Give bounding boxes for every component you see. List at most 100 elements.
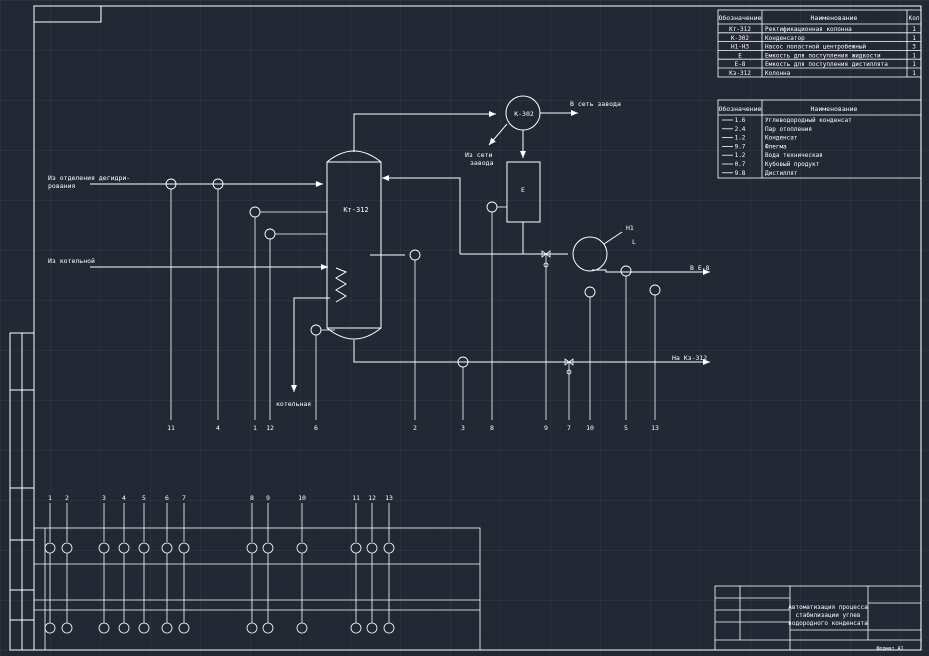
stream-name: Кубовый продукт — [765, 161, 820, 168]
panel-number: 6 — [165, 494, 169, 502]
equipment-code: Кз-312 — [729, 70, 751, 77]
label-to-boiler: котельная — [276, 400, 311, 408]
instrument-panel — [33, 527, 481, 651]
equipment-header-code: Обозначение — [718, 14, 761, 22]
vessel-e — [506, 161, 541, 223]
equipment-name: Колонна — [765, 70, 791, 77]
equipment-name: Насос лопастной центробежный — [765, 44, 867, 51]
panel-device — [383, 622, 395, 634]
panel-device — [98, 622, 110, 634]
equipment-qty: 1 — [912, 61, 916, 68]
stream-name: Флегма — [765, 143, 787, 150]
equipment-qty: 1 — [912, 52, 916, 59]
panel-device — [44, 622, 56, 634]
stream-name: Конденсат — [765, 135, 798, 142]
panel-number: 5 — [142, 494, 146, 502]
stream-code: 9.8 — [735, 170, 746, 177]
equipment-qty: 1 — [912, 70, 916, 77]
panel-device — [138, 622, 150, 634]
label-to-e8: В Е-8 — [690, 264, 710, 272]
panel-number: 8 — [250, 494, 254, 502]
label-to-water: В сеть завода — [570, 100, 621, 108]
stream-code: 1.2 — [735, 135, 746, 142]
panel-number: 7 — [182, 494, 186, 502]
panel-number: 11 — [352, 494, 360, 502]
stream-code: 1.6 — [735, 117, 746, 124]
condenser-label: К-302 — [514, 110, 534, 118]
panel-device — [178, 622, 190, 634]
equipment-qty: 1 — [912, 26, 916, 33]
format-label: Формат А1 — [876, 646, 903, 652]
equipment-table: Обозначение Наименование Кол Кт-312 Ректи… — [717, 9, 922, 78]
line-number: 12 — [266, 424, 274, 432]
panel-device — [118, 622, 130, 634]
title-line-1: Автоматизация процесса — [788, 604, 868, 611]
panel-device — [296, 622, 308, 634]
equipment-header-name: Наименование — [811, 14, 858, 22]
title-line-3: водородного конденсата — [788, 620, 868, 627]
panel-number: 1 — [48, 494, 52, 502]
line-number: 7 — [567, 424, 571, 432]
label-from-water-2: завода — [470, 159, 494, 167]
pump-n1 — [572, 231, 623, 272]
stream-code: 2.4 — [735, 126, 746, 133]
panel-number: 3 — [102, 494, 106, 502]
column-label: Кт-312 — [343, 206, 368, 214]
title-line-2: стабилизации углев — [795, 612, 860, 619]
panel-device — [262, 622, 274, 634]
line-number: 3 — [461, 424, 465, 432]
panel-number: 10 — [298, 494, 306, 502]
label-from-dehydration-2: рования — [48, 182, 75, 190]
line-number: 9 — [544, 424, 548, 432]
label-from-water-1: Из сети — [465, 151, 492, 159]
stream-code: 9.7 — [735, 143, 746, 150]
stream-name: Вода техническая — [765, 152, 823, 159]
equipment-code: Е-8 — [735, 61, 746, 68]
line-number: 6 — [314, 424, 318, 432]
instrument-leads — [170, 189, 656, 420]
panel-number: 9 — [266, 494, 270, 502]
panel-device — [161, 622, 173, 634]
pump-l-label: L — [632, 238, 636, 246]
line-number: 2 — [413, 424, 417, 432]
stream-code: 0.7 — [735, 161, 746, 168]
panel-device — [366, 622, 378, 634]
equipment-code: Кт-312 — [729, 26, 751, 33]
equipment-name: Емкость для поступления жидкости — [765, 52, 881, 59]
line-number: 8 — [490, 424, 494, 432]
equipment-code: Н1-Н3 — [731, 44, 749, 51]
panel-device — [61, 622, 73, 634]
panel-number: 12 — [368, 494, 376, 502]
equipment-name: Ректификационная колонна — [765, 26, 852, 33]
stream-name: Углеводородный конденсат — [765, 117, 852, 124]
line-number: 5 — [624, 424, 628, 432]
panel-device — [350, 622, 362, 634]
equipment-header-qty: Кол — [909, 15, 920, 22]
equipment-qty: 1 — [912, 35, 916, 42]
stream-name: Дистиллят — [765, 170, 798, 177]
equipment-qty: 3 — [912, 44, 916, 51]
label-to-kz312: На Кз-312 — [672, 354, 707, 362]
panel-number: 4 — [122, 494, 126, 502]
line-number: 11 — [167, 424, 175, 432]
condenser — [505, 95, 541, 131]
panel-number: 13 — [385, 494, 393, 502]
equipment-code: К-302 — [731, 35, 749, 42]
line-number: 4 — [216, 424, 220, 432]
equipment-name: Конденсатор — [765, 35, 805, 42]
equipment-code: Е — [738, 52, 742, 59]
equipment-name: Емкость для поступления дистиллята — [765, 61, 888, 68]
vessel-label: Е — [521, 186, 525, 194]
title-block — [714, 585, 922, 651]
line-number: 13 — [651, 424, 659, 432]
stream-code: 1.2 — [735, 152, 746, 159]
label-from-boiler: Из котельной — [48, 257, 95, 265]
stream-header-name: Наименование — [811, 105, 858, 113]
label-from-dehydration-1: Из отделения дегидри- — [48, 174, 130, 182]
panel-number: 2 — [65, 494, 69, 502]
line-number: 10 — [586, 424, 594, 432]
panel-device — [246, 622, 258, 634]
